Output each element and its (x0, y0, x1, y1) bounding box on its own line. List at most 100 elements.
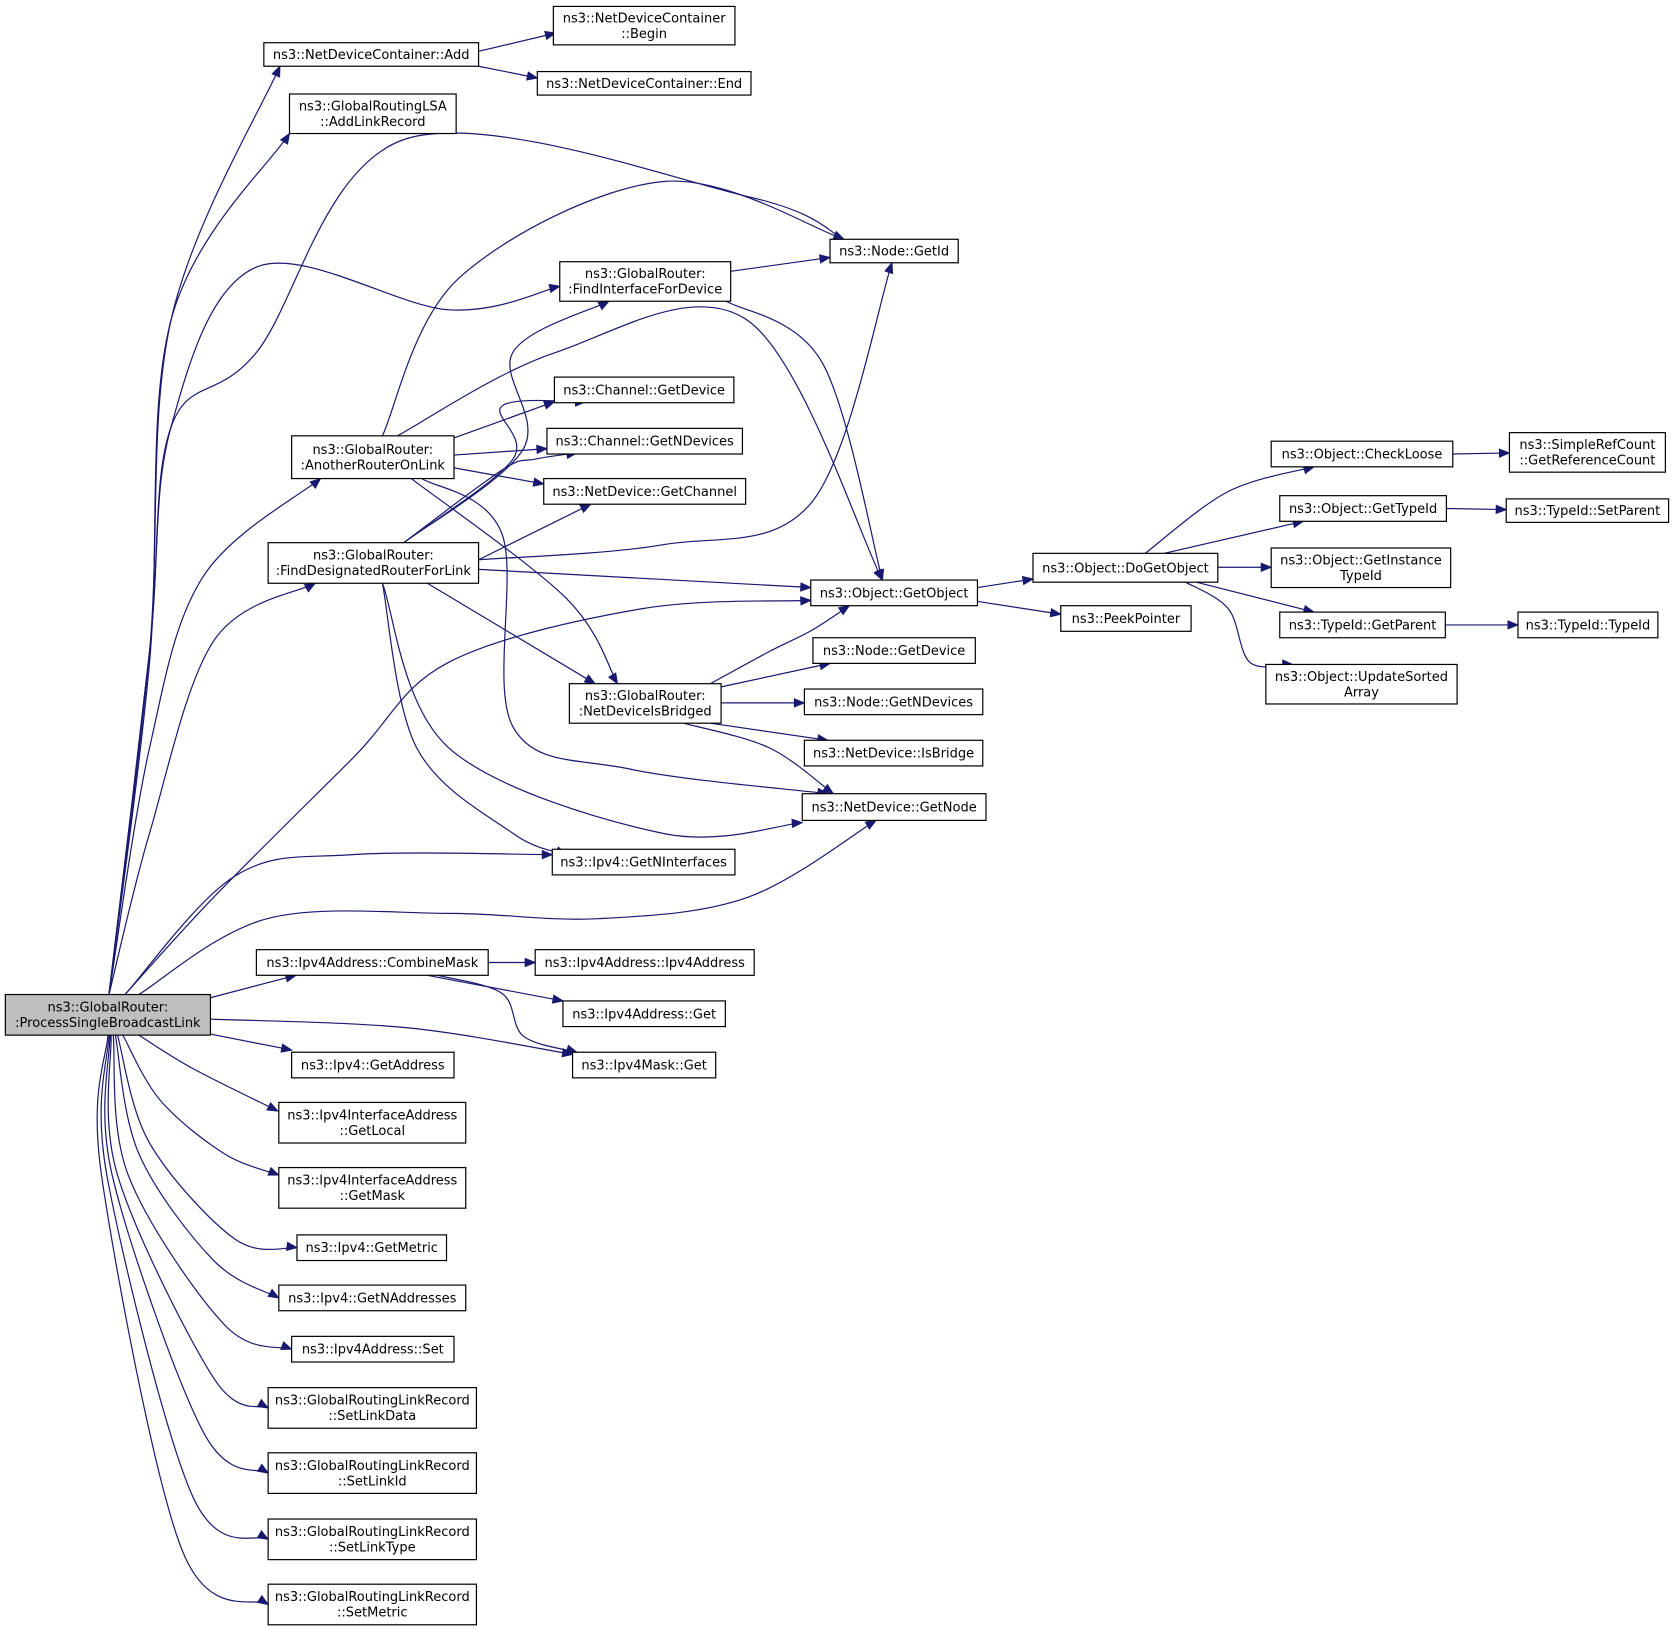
node-another[interactable]: ns3::GlobalRouter::AnotherRouterOnLink (291, 435, 455, 480)
node-ipv4addr-get[interactable]: ns3::Ipv4Address::Get (562, 1000, 726, 1028)
node-box (803, 688, 984, 716)
node-typeid[interactable]: ns3::TypeId::TypeId (1517, 611, 1659, 639)
node-label: ::SetLinkData (328, 1409, 416, 1424)
arrowhead-icon (1495, 504, 1508, 515)
call-edge-root-to-ifaddr_local (138, 1034, 279, 1112)
node-box (1032, 552, 1219, 583)
node-find-iface[interactable]: ns3::GlobalRouter::FindInterfaceForDevic… (559, 261, 732, 302)
call-edge-dogetobject-to-getparent (1196, 581, 1315, 613)
call-edge-root-to-lsa_add (108, 133, 290, 995)
node-box (291, 1051, 455, 1079)
arrowhead-icon (256, 1398, 270, 1409)
call-edge-another-to-getobject (397, 306, 883, 581)
node-ipv4mask-get[interactable]: ns3::Ipv4Mask::Get (571, 1051, 717, 1079)
node-peekpointer[interactable]: ns3::PeekPointer (1060, 605, 1192, 632)
node-find-dr[interactable]: ns3::GlobalRouter::FindDesignatedRouterF… (267, 542, 480, 584)
node-label: :FindDesignatedRouterForLink (276, 564, 472, 579)
node-box (267, 1387, 478, 1429)
node-label: ns3::GlobalRouter: (312, 443, 433, 458)
node-lr-settype[interactable]: ns3::GlobalRoutingLinkRecord::SetLinkTyp… (267, 1518, 478, 1561)
node-label: ::GetReferenceCount (1519, 454, 1655, 469)
node-nd-getch[interactable]: ns3::NetDevice::GetChannel (543, 477, 747, 505)
call-edge-root-to-ifaddr_mask (122, 1034, 280, 1176)
node-label: ns3::NetDevice::IsBridge (813, 747, 974, 762)
call-edge-find_dr-to-node_getid (478, 262, 893, 561)
arrowhead-icon (793, 698, 806, 708)
node-dogetobject[interactable]: ns3::Object::DoGetObject (1032, 552, 1219, 583)
call-edge-root-to-ipv4_getaddr (210, 1033, 292, 1051)
node-node-getdev[interactable]: ns3::Node::GetDevice (812, 637, 976, 664)
arrowhead-icon (579, 503, 592, 514)
node-label: ns3::TypeId::SetParent (1515, 504, 1661, 519)
node-label: ns3::Channel::GetDevice (563, 383, 725, 398)
node-label: :AnotherRouterOnLink (301, 458, 446, 473)
node-combinemask[interactable]: ns3::Ipv4Address::CombineMask (255, 949, 489, 976)
call-edge-find_iface-to-getobject (726, 300, 883, 581)
node-lr-setmetric[interactable]: ns3::GlobalRoutingLinkRecord::SetMetric (267, 1583, 478, 1626)
arrowhead-icon (884, 261, 894, 275)
node-lsa-add[interactable]: ns3::GlobalRoutingLSA::AddLinkRecord (288, 93, 457, 135)
node-label: ns3::Object::UpdateSorted (1275, 670, 1448, 685)
node-checkloose[interactable]: ns3::Object::CheckLoose (1270, 440, 1454, 468)
node-ch-getndev[interactable]: ns3::Channel::GetNDevices (546, 427, 744, 455)
node-box (1279, 611, 1446, 639)
call-edge-bridged-to-nd_isbridge (710, 722, 828, 741)
node-setparent[interactable]: ns3::TypeId::SetParent (1505, 498, 1670, 523)
node-box (536, 70, 752, 96)
node-label: ::GetLocal (339, 1124, 405, 1139)
node-label: ns3::Ipv4InterfaceAddress (287, 1108, 457, 1123)
node-lr-setid[interactable]: ns3::GlobalRoutingLinkRecord::SetLinkId (267, 1452, 478, 1494)
node-node-getndev[interactable]: ns3::Node::GetNDevices (803, 688, 984, 716)
call-edge-find_dr-to-nd_getnode (381, 583, 803, 838)
node-label: ns3::NetDevice::GetNode (812, 801, 977, 816)
node-box (255, 949, 489, 976)
node-box (810, 579, 979, 607)
node-box (1505, 498, 1670, 523)
arrowhead-icon (303, 582, 317, 593)
node-getrefcount[interactable]: ns3::SimpleRefCount::GetReferenceCount (1508, 432, 1666, 473)
node-ipv4-getnif[interactable]: ns3::Ipv4::GetNInterfaces (551, 848, 736, 876)
node-nd-isbridge[interactable]: ns3::NetDevice::IsBridge (803, 739, 984, 767)
node-ndc-end[interactable]: ns3::NetDeviceContainer::End (536, 70, 752, 96)
arrowhead-icon (565, 1044, 579, 1054)
node-root[interactable]: ns3::GlobalRouter::ProcessSingleBroadcas… (4, 993, 212, 1036)
call-edge-root-to-ipv4_getnif (124, 852, 553, 995)
node-box (534, 949, 755, 976)
node-label: ns3::GlobalRoutingLinkRecord (275, 1525, 470, 1540)
node-ipv4addr-ctor[interactable]: ns3::Ipv4Address::Ipv4Address (534, 949, 755, 976)
node-label: ns3::SimpleRefCount (1519, 438, 1655, 453)
node-ndc-begin[interactable]: ns3::NetDeviceContainer::Begin (552, 5, 736, 46)
node-gettypeid[interactable]: ns3::Object::GetTypeId (1279, 495, 1447, 522)
arrowhead-icon (597, 300, 611, 311)
node-ifaddr-local[interactable]: ns3::Ipv4InterfaceAddress::GetLocal (278, 1101, 467, 1144)
node-box (553, 376, 735, 404)
call-edge-root-to-ipv4mask_get (210, 1018, 573, 1055)
node-ifaddr-mask[interactable]: ns3::Ipv4InterfaceAddress::GetMask (278, 1166, 467, 1209)
node-label: ns3::GlobalRoutingLinkRecord (275, 1394, 470, 1409)
node-ch-getdev[interactable]: ns3::Channel::GetDevice (553, 376, 735, 404)
node-box (546, 427, 744, 455)
node-node-getid[interactable]: ns3::Node::GetId (829, 238, 959, 264)
arrowhead-icon (818, 254, 832, 264)
node-lr-setdata[interactable]: ns3::GlobalRoutingLinkRecord::SetLinkDat… (267, 1387, 478, 1429)
node-getobject[interactable]: ns3::Object::GetObject (810, 579, 979, 607)
arrowhead-icon (551, 994, 565, 1004)
node-ndc-add[interactable]: ns3::NetDeviceContainer::Add (263, 42, 480, 67)
node-box (1517, 611, 1659, 639)
node-ipv4-getnaddr[interactable]: ns3::Ipv4::GetNAddresses (278, 1284, 467, 1312)
node-getparent[interactable]: ns3::TypeId::GetParent (1279, 611, 1446, 639)
arrowhead-icon (1498, 448, 1511, 458)
node-ipv4-getmetric[interactable]: ns3::Ipv4::GetMetric (296, 1234, 448, 1262)
node-nd-getnode[interactable]: ns3::NetDevice::GetNode (801, 793, 987, 822)
node-box (812, 637, 976, 664)
node-label: ns3::TypeId::TypeId (1526, 618, 1651, 633)
node-ipv4addr-set[interactable]: ns3::Ipv4Address::Set (291, 1335, 455, 1363)
node-bridged[interactable]: ns3::GlobalRouter::NetDeviceIsBridged (568, 683, 722, 724)
arrowhead-icon (607, 672, 619, 685)
node-ipv4-getaddr[interactable]: ns3::Ipv4::GetAddress (291, 1051, 455, 1079)
node-box (1279, 495, 1447, 522)
node-box (1508, 432, 1666, 473)
